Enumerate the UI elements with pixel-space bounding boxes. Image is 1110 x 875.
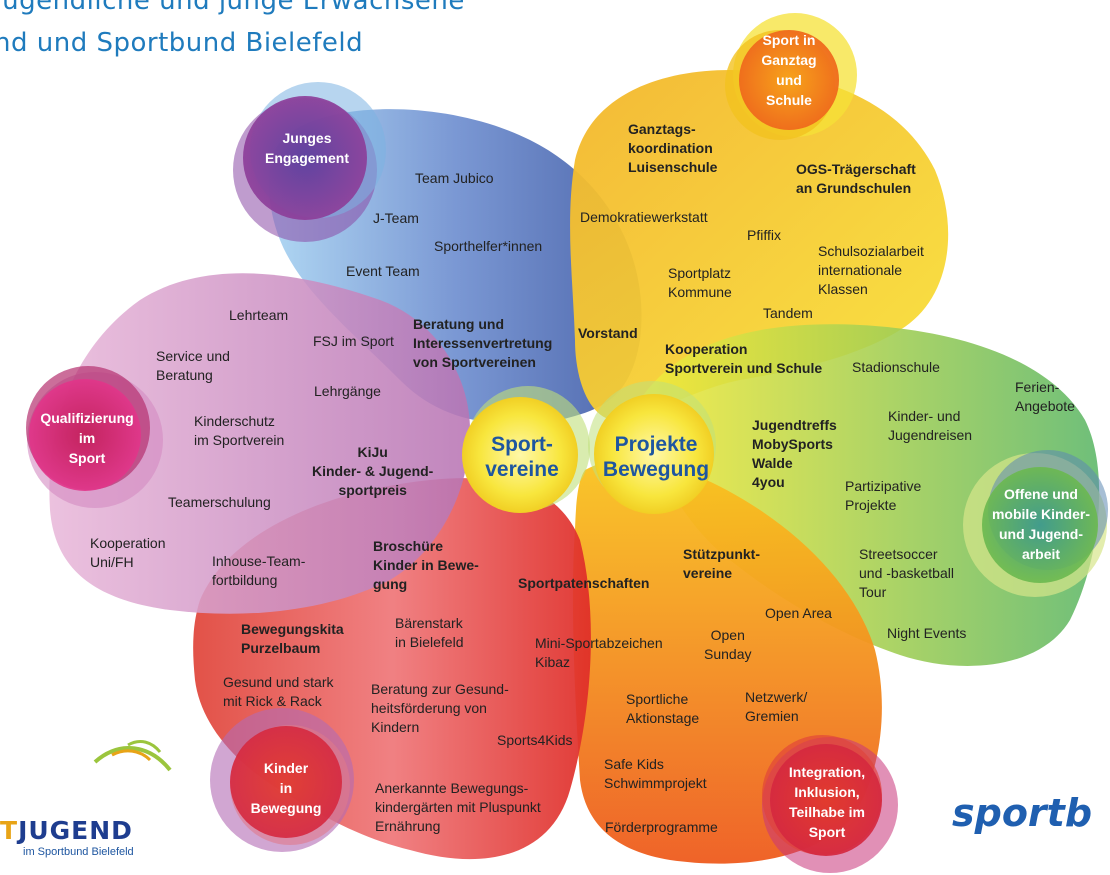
hub-projekte-orb	[588, 381, 716, 514]
label-safe-kids: Safe Kids Schwimmprojekt	[604, 756, 707, 791]
label-kooperation-uni: Kooperation Uni/FH	[90, 535, 166, 570]
label-ganztagskoordination: Ganztags- koordination Luisenschule	[628, 121, 718, 175]
label-inhouse: Inhouse-Team- fortbildung	[212, 553, 306, 588]
label-pfiffix: Pfiffix	[747, 227, 781, 243]
label-team-jubico: Team Jubico	[415, 170, 494, 186]
offene-arbeit-orb	[963, 450, 1108, 597]
label-sporthelfer: Sporthelfer*innen	[434, 238, 543, 254]
label-anerkannte: Anerkannte Bewegungs- kindergärten mit P…	[375, 780, 541, 834]
label-schulsozialarbeit: Schulsozialarbeit internationale Klassen	[818, 243, 924, 297]
label-beratung-interessen: Beratung und Interessenvertretung von Sp…	[413, 316, 553, 370]
kinder-bewegung-label: Kinder in Bewegung	[250, 760, 322, 816]
label-night-events: Night Events	[887, 625, 967, 641]
junges-engagement-label: Junges Engagement	[264, 130, 349, 166]
label-event-team: Event Team	[346, 263, 420, 279]
label-baerenstark: Bärenstark in Bielefeld	[395, 615, 464, 650]
jugend-logo-text: JUGEND	[18, 816, 133, 845]
hub-sportvereine-orb	[462, 386, 590, 513]
junges-engagement-orb	[233, 82, 386, 242]
label-netzwerk: Netzwerk/ Gremien	[745, 689, 808, 724]
label-gesund-stark: Gesund und stark mit Rick & Rack	[223, 674, 334, 709]
sportbund-logo: sportb	[952, 791, 1093, 835]
label-kooperation-schule: Kooperation Sportverein und Schule	[665, 341, 823, 376]
label-sportpatenschaften: Sportpatenschaften	[518, 575, 650, 591]
offene-arbeit-label: Offene und mobile Kinder- und Jugend- ar…	[991, 486, 1090, 562]
label-jugendtreffs: Jugendtreffs MobySports Walde 4you	[752, 417, 837, 490]
label-teamerschulung: Teamerschulung	[168, 494, 271, 510]
label-j-team: J-Team	[373, 210, 419, 226]
sport-ganztag-orb	[725, 13, 857, 140]
label-lehrgaenge: Lehrgänge	[314, 383, 381, 399]
header-line-2: nd und Sportbund Bielefeld	[0, 28, 364, 58]
label-partizipative: Partizipative Projekte	[845, 478, 922, 513]
pink-cluster-shape	[49, 273, 470, 614]
jugend-logo: TJUGEND	[0, 816, 133, 845]
jugend-logo-subtitle: im Sportbund Bielefeld	[23, 846, 134, 858]
label-sports4kids: Sports4Kids	[497, 732, 573, 748]
label-sportplatz: Sportplatz Kommune	[668, 265, 732, 300]
sport-ganztag-label: Sport in Ganztag und Schule	[761, 32, 817, 108]
jugend-logo-swoosh	[93, 740, 172, 772]
label-stuetzpunkt: Stützpunkt- vereine	[683, 546, 760, 581]
label-open-sunday: Open Sunday	[704, 627, 752, 662]
kinder-bewegung-orb	[210, 708, 354, 852]
label-kinder-jugendreisen: Kinder- und Jugendreisen	[888, 408, 973, 443]
hub-projekte-label: Projekte Bewegung	[602, 433, 710, 481]
jugend-logo-prefix: T	[0, 816, 19, 845]
label-lehrteam: Lehrteam	[229, 307, 289, 323]
label-stadionschule: Stadionschule	[852, 359, 940, 375]
label-aktionstage: Sportliche Aktionstage	[626, 691, 700, 726]
qualifizierung-label: Qualifizierung im Sport	[40, 410, 134, 466]
label-mini-sportabzeichen: Mini-Sportabzeichen Kibaz	[535, 635, 663, 670]
label-beratung-gesund: Beratung zur Gesund- heitsförderung von …	[371, 681, 509, 735]
label-vorstand: Vorstand	[578, 325, 638, 341]
green-cluster-shape	[640, 324, 1100, 666]
label-open-area: Open Area	[765, 605, 832, 621]
label-streetsoccer: Streetsoccer und -basketball Tour	[859, 546, 954, 600]
label-tandem: Tandem	[763, 305, 813, 321]
label-bewegungskita: Bewegungskita Purzelbaum	[241, 621, 344, 656]
label-ogs: OGS-Trägerschaft an Grundschulen	[796, 161, 916, 196]
label-kiju: KiJu Kinder- & Jugend- sportpreis	[312, 444, 434, 498]
label-demokratiewerkstatt: Demokratiewerkstatt	[580, 209, 708, 225]
hub-sportvereine-label: Sport- vereine	[485, 433, 559, 481]
header-line-1: Jugendliche und junge Erwachsene	[0, 0, 465, 16]
label-fsj: FSJ im Sport	[313, 333, 394, 349]
label-ferien: Ferien- Angebote	[1015, 379, 1075, 414]
integration-orb	[762, 735, 898, 873]
integration-label: Integration, Inklusion, Teilhabe im Spor…	[788, 764, 866, 840]
label-kinderschutz: Kinderschutz im Sportverein	[194, 413, 285, 448]
label-broschuere: Broschüre Kinder in Bewe- gung	[373, 538, 479, 592]
qualifizierung-orb	[26, 366, 163, 508]
label-foerderprogramme: Förderprogramme	[605, 819, 718, 835]
label-service: Service und Beratung	[156, 348, 230, 383]
